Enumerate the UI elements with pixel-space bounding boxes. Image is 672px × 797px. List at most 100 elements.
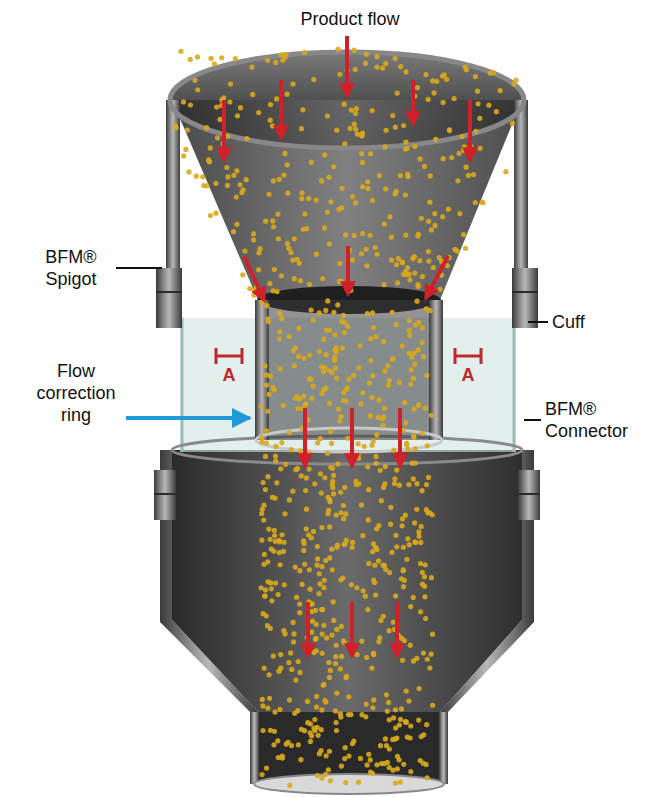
product-dot [440, 100, 445, 105]
product-dot [302, 211, 307, 216]
product-dot [387, 214, 392, 219]
product-dot [307, 352, 312, 357]
product-dot [334, 728, 339, 733]
product-dot [356, 780, 361, 785]
product-dot [317, 571, 322, 576]
product-dot [271, 654, 276, 659]
product-dot [338, 510, 343, 515]
product-dot [475, 89, 480, 94]
product-dot [342, 640, 347, 645]
product-dot [418, 758, 423, 763]
product-dot [330, 479, 335, 484]
product-dot [315, 556, 320, 561]
product-dot [265, 316, 270, 321]
product-dot [262, 593, 267, 598]
product-dot [346, 694, 351, 699]
product-dot [321, 682, 326, 687]
product-dot [364, 52, 369, 57]
product-dot [192, 78, 197, 83]
product-dot [356, 441, 361, 446]
product-dot [407, 327, 412, 332]
product-dot [265, 623, 270, 628]
product-dot [320, 631, 325, 636]
product-dot [394, 262, 399, 267]
product-dot [292, 363, 297, 368]
product-dot [364, 701, 369, 706]
dimension-a [216, 348, 481, 364]
product-dot [304, 507, 309, 512]
product-dot [418, 540, 423, 545]
product-dot [188, 57, 193, 62]
product-dot [412, 362, 417, 367]
product-dot [334, 627, 339, 632]
product-dot [244, 177, 249, 182]
product-dot [318, 436, 323, 441]
product-dot [353, 127, 358, 132]
product-dot [371, 325, 376, 330]
product-dot [293, 677, 298, 682]
product-dot [438, 287, 443, 292]
product-dot [366, 752, 371, 757]
product-dot [327, 497, 332, 502]
product-dot [401, 568, 406, 573]
product-dot [390, 356, 395, 361]
product-dot [416, 320, 421, 325]
product-dot [425, 775, 430, 780]
product-dot [473, 200, 478, 205]
product-dot [363, 594, 368, 599]
product-dot [317, 581, 322, 586]
product-dot [235, 113, 240, 118]
product-dot [263, 487, 268, 492]
product-dot [359, 712, 364, 717]
product-dot [392, 476, 397, 481]
product-dot [313, 637, 318, 642]
product-dot [414, 481, 419, 486]
product-dot [366, 517, 371, 522]
product-dot [390, 113, 395, 118]
product-dot [403, 192, 408, 197]
product-dot [328, 199, 333, 204]
product-dot [466, 173, 471, 178]
product-dot [382, 368, 387, 373]
product-dot [370, 705, 375, 710]
product-dot [277, 550, 282, 555]
product-dot [395, 280, 400, 285]
flow-label: Product flow [300, 8, 399, 30]
product-dot [381, 423, 386, 428]
product-dot [333, 708, 338, 713]
product-dot [386, 383, 391, 388]
product-dot [289, 743, 294, 748]
product-dot [294, 595, 299, 600]
product-dot [333, 366, 338, 371]
product-dot [343, 398, 348, 403]
product-dot [183, 147, 188, 152]
product-dot [319, 364, 324, 369]
product-dot [263, 219, 268, 224]
product-dot [281, 403, 286, 408]
product-dot [309, 396, 314, 401]
product-dot [262, 593, 267, 598]
cuff-band [156, 268, 182, 328]
product-dot [274, 289, 279, 294]
product-dot [422, 574, 427, 579]
product-dot [457, 151, 462, 156]
product-dot [341, 313, 346, 318]
product-dot [449, 155, 454, 160]
product-dot [312, 717, 317, 722]
product-dot [351, 738, 356, 743]
product-dot [244, 136, 249, 141]
product-dot [277, 311, 282, 316]
product-dot [345, 385, 350, 390]
product-dot [386, 628, 391, 633]
product-dot [376, 397, 381, 402]
product-dot [234, 168, 239, 173]
product-dot [350, 545, 355, 550]
product-dot [219, 55, 224, 60]
product-dot [444, 77, 449, 82]
product-dot [269, 598, 274, 603]
product-dot [322, 225, 327, 230]
product-dot [308, 739, 313, 744]
product-dot [318, 471, 323, 476]
product-dot [414, 299, 419, 304]
product-dot [401, 123, 406, 128]
